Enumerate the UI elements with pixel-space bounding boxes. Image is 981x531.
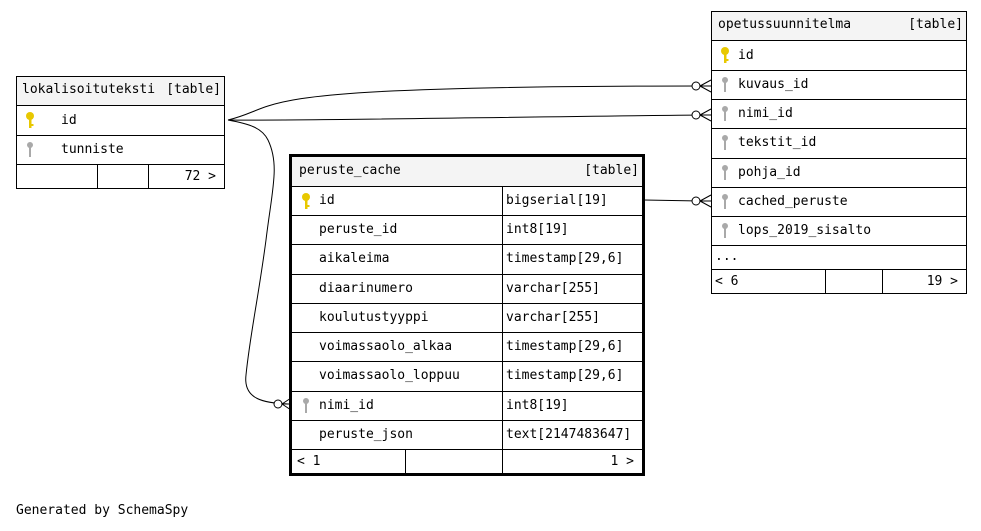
primary-key-icon (26, 112, 34, 128)
column-name: kuvaus_id (738, 77, 809, 92)
column-name: tekstit_id (738, 135, 817, 150)
generated-by-credit: Generated by SchemaSpy (16, 503, 189, 518)
column-name: voimassaolo_loppuu (319, 368, 460, 383)
foreign-key-icon (722, 194, 728, 209)
foreign-key-icon (722, 77, 728, 92)
crowfoot-icon (699, 79, 712, 93)
edge-end-circle (691, 81, 701, 91)
table-name: opetussuunnitelma (718, 17, 852, 32)
column-row: id (17, 106, 224, 136)
column-name: nimi_id (738, 106, 793, 121)
column-name: koulutustyyppi (319, 310, 429, 325)
table-name: peruste_cache (299, 163, 401, 178)
table-header: opetussuunnitelma [table] (712, 12, 966, 41)
table-peruste-cache[interactable]: peruste_cache [table] id bigserial[19] p… (289, 154, 645, 476)
column-name: peruste_json (319, 427, 413, 442)
table-header: lokalisoituteksti [table] (17, 77, 224, 106)
column-row: kuvaus_id (712, 71, 966, 100)
primary-key-icon (302, 193, 310, 209)
column-name: aikaleima (319, 251, 390, 266)
column-name: diaarinumero (319, 281, 413, 296)
column-name: lops_2019_sisalto (738, 223, 872, 238)
table-lokalisoituteksti[interactable]: lokalisoituteksti [table] id tunniste 72… (16, 76, 225, 189)
crowfoot-icon (699, 108, 712, 122)
column-row: koulutustyyppi varchar[255] (292, 304, 642, 333)
table-footer: < 6 19 > (712, 270, 966, 293)
column-row: cached_peruste (712, 188, 966, 217)
foreign-key-icon (722, 106, 728, 121)
column-row: lops_2019_sisalto (712, 217, 966, 246)
column-type: timestamp[29,6] (506, 339, 624, 354)
more-columns-row: ... (712, 246, 966, 270)
foreign-key-icon (303, 398, 309, 413)
primary-key-icon (721, 47, 729, 63)
table-header: peruste_cache [table] (292, 157, 642, 187)
column-name: tunniste (61, 142, 124, 157)
column-name: id (738, 48, 754, 63)
column-name: id (61, 113, 77, 128)
table-name: lokalisoituteksti (22, 82, 156, 97)
column-row: peruste_id int8[19] (292, 216, 642, 245)
foreign-key-icon (27, 142, 33, 157)
table-footer: 72 > (17, 165, 224, 188)
column-type: text[2147483647] (506, 427, 632, 442)
edge-peruste-nimi-id (227, 119, 289, 405)
column-type: timestamp[29,6] (506, 368, 624, 383)
column-row: id (712, 41, 966, 71)
footer-parent-count[interactable]: < 6 (715, 274, 739, 289)
column-row: diaarinumero varchar[255] (292, 275, 642, 304)
column-row: tekstit_id (712, 129, 966, 159)
footer-parent-count[interactable]: < 1 (297, 454, 321, 469)
column-type: bigserial[19] (506, 193, 608, 208)
column-name: id (319, 193, 335, 208)
foreign-key-icon (722, 223, 728, 238)
column-row: voimassaolo_alkaa timestamp[29,6] (292, 333, 642, 362)
table-type: [table] (908, 17, 963, 32)
column-row: nimi_id (712, 100, 966, 129)
table-type: [table] (166, 82, 221, 97)
crowfoot-icon (699, 194, 712, 208)
column-row: id bigserial[19] (292, 187, 642, 216)
edge-end-circle (273, 399, 283, 409)
column-type: varchar[255] (506, 281, 600, 296)
column-row: aikaleima timestamp[29,6] (292, 245, 642, 275)
column-row: nimi_id int8[19] (292, 392, 642, 421)
column-name: peruste_id (319, 222, 398, 237)
column-name: cached_peruste (738, 194, 848, 209)
column-name: nimi_id (319, 398, 374, 413)
table-footer: < 1 1 > (292, 450, 642, 473)
footer-child-count[interactable]: 72 > (184, 169, 216, 184)
edge-nimi-id (227, 114, 701, 121)
footer-child-count[interactable]: 19 > (926, 274, 958, 289)
column-type: int8[19] (506, 222, 569, 237)
column-type: varchar[255] (506, 310, 600, 325)
foreign-key-icon (722, 135, 728, 150)
footer-child-count[interactable]: 1 > (610, 454, 634, 469)
edge-cached-peruste (643, 199, 701, 202)
table-opetussuunnitelma[interactable]: opetussuunnitelma [table] id kuvaus_id n… (711, 11, 967, 294)
more-columns-ellipsis: ... (715, 249, 739, 264)
column-name: pohja_id (738, 165, 801, 180)
column-row: tunniste (17, 136, 224, 165)
column-name: voimassaolo_alkaa (319, 339, 453, 354)
table-type: [table] (584, 163, 639, 178)
edge-kuvaus-id (227, 85, 701, 121)
column-type: int8[19] (506, 398, 569, 413)
edge-end-circle (691, 110, 701, 120)
column-row: voimassaolo_loppuu timestamp[29,6] (292, 362, 642, 392)
foreign-key-icon (722, 165, 728, 180)
edge-end-circle (691, 196, 701, 206)
column-row: peruste_json text[2147483647] (292, 421, 642, 450)
column-row: pohja_id (712, 159, 966, 188)
column-type: timestamp[29,6] (506, 251, 624, 266)
